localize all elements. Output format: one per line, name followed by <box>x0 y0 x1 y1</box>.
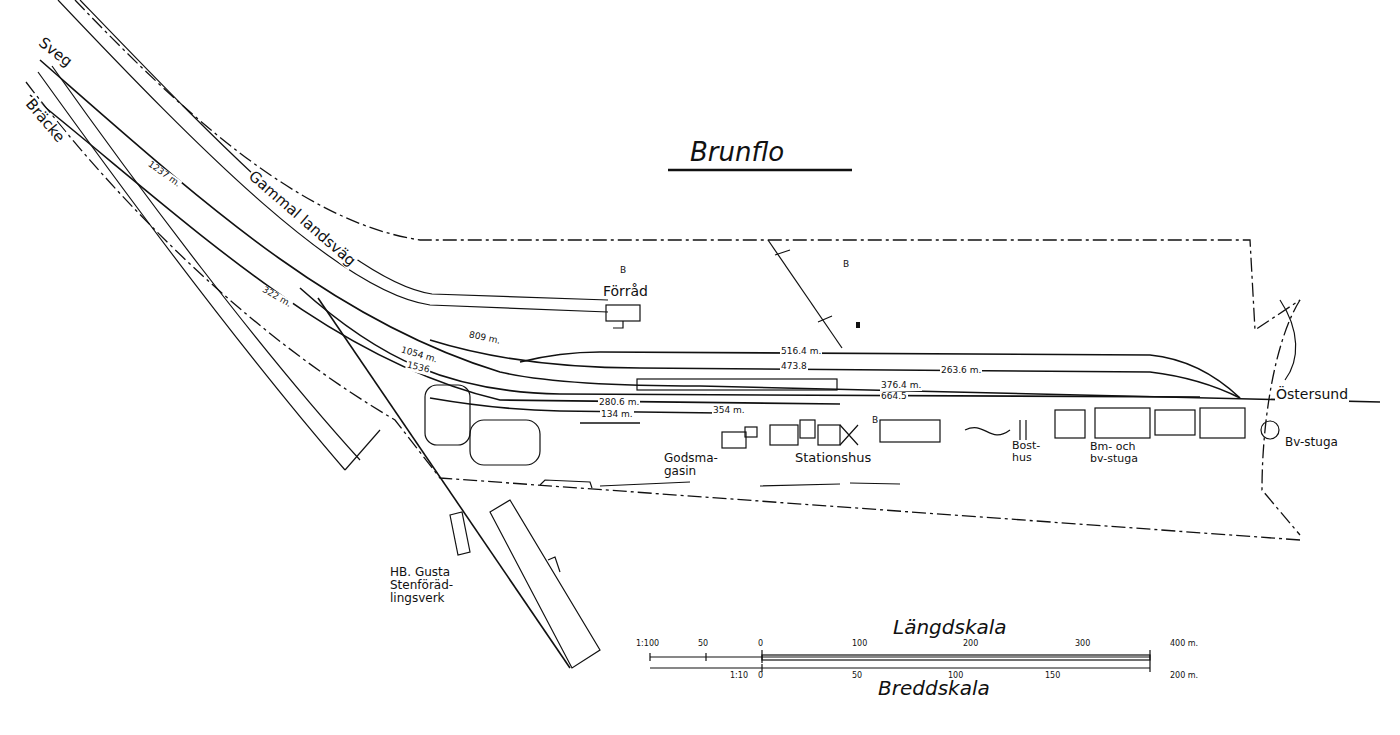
road-name: Gammal landsväg <box>245 167 360 270</box>
level-crossing <box>768 240 842 348</box>
track-length: 376.4 m. <box>880 381 922 391</box>
diagram-title: Brunflo <box>690 138 784 167</box>
scale-number: 50 <box>698 640 708 649</box>
track-length: 516.4 m. <box>780 347 822 357</box>
scale-title: Längdskala <box>893 616 1007 638</box>
building-name: Bm- och bv-stuga <box>1090 441 1156 465</box>
track-length: 322 m. <box>260 285 294 310</box>
scale-number: 200 <box>963 640 978 649</box>
scale-number: 100 <box>852 640 867 649</box>
building-name: Godsma- gasin <box>664 452 716 478</box>
marker-letter: B <box>872 416 878 426</box>
scale-number: 0 <box>758 640 763 649</box>
track-length: 664.5 <box>880 392 908 402</box>
building-name: Förråd <box>603 284 648 299</box>
site-name: HB. Gusta Stenföräd- lingsverk <box>390 566 490 606</box>
scale-bar <box>650 650 1150 672</box>
marker-letter: B <box>843 260 849 270</box>
scale-number: 400 m. <box>1170 640 1198 649</box>
line-name: Sveg <box>35 34 76 71</box>
title-underline <box>668 169 852 172</box>
track-length: 280.6 m. <box>598 398 640 408</box>
direction-name: Östersund <box>1275 387 1349 402</box>
scale-number: 300 <box>1075 640 1090 649</box>
marker <box>856 322 860 328</box>
track-length: 354 m. <box>712 406 746 416</box>
track-length: 263.6 m. <box>940 366 982 376</box>
track-length: 1237 m. <box>145 159 183 190</box>
scale-title: Breddskala <box>878 677 990 699</box>
scale-number: 150 <box>1045 672 1060 681</box>
scale-number: 100 <box>948 672 963 681</box>
track-length: 473.8 <box>780 362 808 372</box>
marker-letter: B <box>620 266 626 276</box>
scale-number: 0 <box>758 672 763 681</box>
scale-number: 1:10 <box>730 672 748 681</box>
track-length: 809 m. <box>467 330 502 347</box>
scale-number: 1:100 <box>636 640 659 649</box>
road <box>38 0 1296 470</box>
building-name: Bv-stuga <box>1284 436 1339 449</box>
building-name: Bost- hus <box>1012 440 1048 464</box>
building <box>450 305 1279 668</box>
track-length: 134 m. <box>600 410 634 420</box>
track <box>30 60 1380 668</box>
building-name: Stationshus <box>795 451 871 465</box>
scale-number: 50 <box>852 672 862 681</box>
property-boundary <box>26 0 1300 540</box>
scale-number: 200 m. <box>1170 672 1198 681</box>
